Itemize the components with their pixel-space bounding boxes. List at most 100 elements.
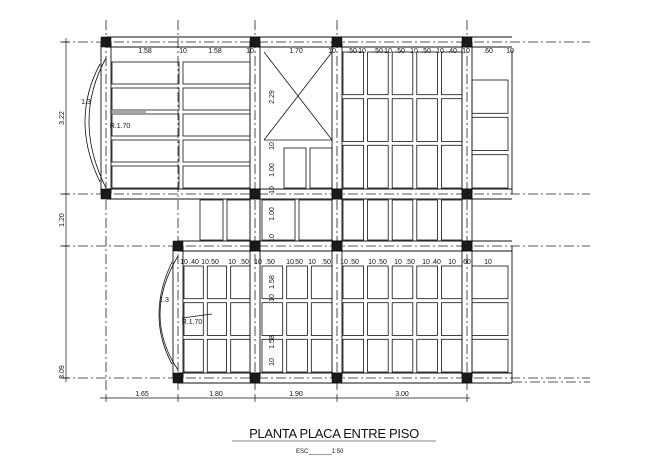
curved-slab [84,57,213,371]
column [249,240,261,252]
column [331,240,343,252]
column [100,36,112,48]
joist-block [183,302,204,336]
dimension-label-bottom: 1.65 [135,391,149,398]
joist-block [183,338,204,373]
joist-block [111,113,180,137]
joist-block [182,139,251,163]
dimension-label-vertical: 1.00 [269,163,276,177]
joist-block [206,338,228,373]
curved-edge [158,261,173,365]
curved-edge [84,63,101,183]
dimension-label-top: 1.58 [138,48,152,55]
joist-block [310,265,333,300]
joist-block [391,265,414,300]
dimension-label-middle: 10 [201,259,209,266]
joist-block [440,302,463,336]
joist-block [310,302,333,336]
dimension-label-top: .60 [483,48,493,55]
joist-block [367,98,389,142]
dimension-label-top: 10 [246,48,254,55]
joist-block [310,338,333,373]
joist-block [230,302,251,336]
column [331,372,343,384]
dimension-label-middle: .40 [431,259,441,266]
dimension-label-middle: .60 [461,259,471,266]
dimension-label-top: 1.58 [208,48,222,55]
dimension-label-middle: 10 [422,259,430,266]
dimension-label-middle: 10 [308,259,316,266]
joist-block [183,265,204,300]
dimension-label-middle: 10 [394,259,402,266]
dimension-label-middle: 10 [368,259,376,266]
dimension-label-middle: .50 [209,259,219,266]
dimension-label-middle: .50 [239,259,249,266]
joist-block [367,144,389,189]
joist-block [283,147,307,189]
dimension-label-middle: 10 [340,259,348,266]
dimension-label-left: 3.09 [59,365,66,379]
joist-block [342,338,365,373]
joist-block [261,265,284,300]
dimension-label-bottom: 3.00 [395,391,409,398]
dimension-label-middle: .50 [349,259,359,266]
dimension-label-middle: .50 [405,259,415,266]
joist-block [286,265,308,300]
dimension-label-left: 3.22 [59,111,66,125]
dimension-label-top: 10 [384,48,392,55]
joist-block [111,87,180,111]
joist-block [391,338,414,373]
dimension-label-middle: 10 [228,259,236,266]
joist-block [342,144,365,189]
joist-block [261,199,296,241]
joist-block [391,98,414,142]
dimension-label-bottom: 1.90 [289,391,303,398]
column [461,240,473,252]
dimension-label-vertical: 10 [269,142,276,150]
axis-lines [60,20,590,392]
column [172,240,184,252]
joist-block [416,265,438,300]
dimension-label-middle: 10 [180,259,188,266]
joist-block [471,79,509,114]
radius-line [181,313,213,319]
dimension-label-vertical: 10 [269,358,276,366]
joist-block [440,51,463,96]
joist-block [440,199,463,241]
joist-block [471,116,509,152]
dimension-label-vertical: 2.29 [269,90,276,104]
columns [100,36,473,384]
column [331,188,343,200]
joist-block [367,199,389,241]
joist-block [261,302,284,336]
column [249,36,261,48]
dimension-label-left: 1.20 [59,213,66,227]
column [100,188,112,200]
joist-block [309,147,333,189]
joist-block [111,139,180,163]
dimension-label-top: .40 [447,48,457,55]
joist-block [230,338,251,373]
dimension-label-top: .50 [395,48,405,55]
dimension-label-top: 10 [179,48,187,55]
joist-block [440,144,463,189]
joist-block [182,165,251,189]
joist-blocks [111,51,509,373]
joist-block [367,265,389,300]
dimension-label-middle: .50 [265,259,275,266]
column [461,372,473,384]
dimension-label-vertical: 1.58 [269,275,276,289]
dimension-label-middle: 10 [254,259,262,266]
joist-block [416,302,438,336]
joist-block [440,98,463,142]
column [331,36,343,48]
joist-block [440,265,463,300]
column [461,188,473,200]
column [172,372,184,384]
joist-block [298,199,333,241]
dimension-label-vertical: 10 [269,186,276,194]
dimension-label-vertical: 10 [269,234,276,242]
joist-block [226,199,251,241]
beam-lines [100,36,513,384]
